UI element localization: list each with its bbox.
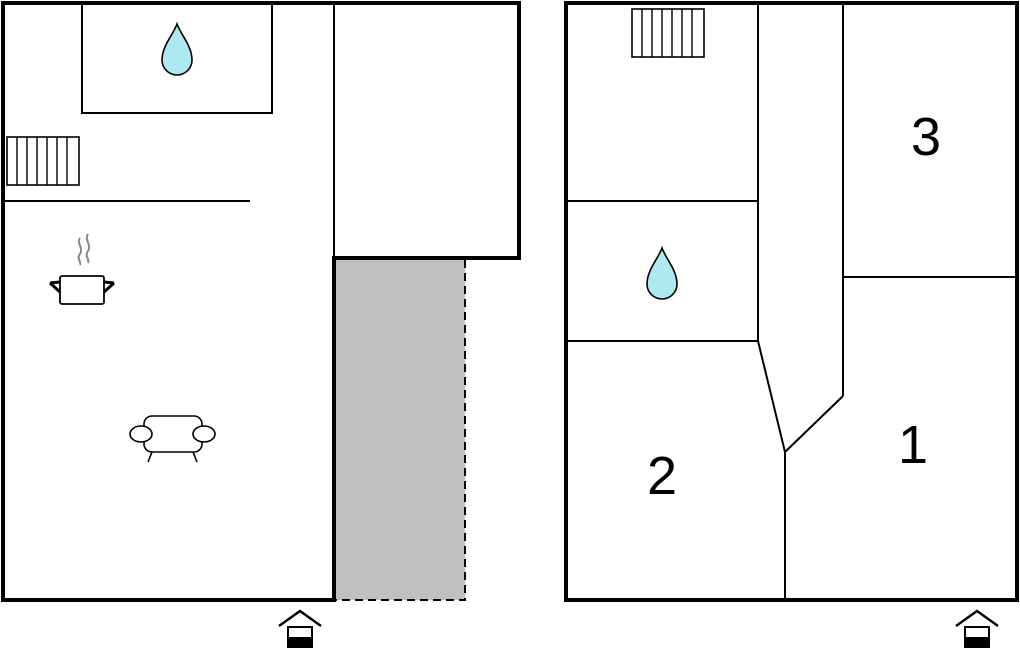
stairs-icon [6, 136, 80, 186]
terrace-dashed-edge [335, 260, 466, 601]
shower-icon [161, 23, 193, 76]
stairs-icon [631, 8, 705, 58]
shower-icon [646, 247, 678, 300]
terrace [334, 258, 465, 600]
ground-floor-plan [1, 1, 521, 649]
room-label-1: 1 [898, 415, 928, 475]
room-label-2: 2 [647, 446, 677, 506]
upper-floor-plan: 3 1 2 [564, 1, 1019, 649]
entrance-icon [277, 609, 323, 649]
upper-floor-outer-wall [564, 1, 1019, 602]
upper-wall-g [784, 395, 844, 453]
entrance-icon [954, 609, 1000, 649]
kitchen-icon [48, 233, 116, 305]
upper-wall-f [757, 340, 786, 453]
sofa-icon [129, 415, 216, 463]
bathroom-box [81, 2, 273, 114]
room-label-3: 3 [911, 107, 941, 167]
